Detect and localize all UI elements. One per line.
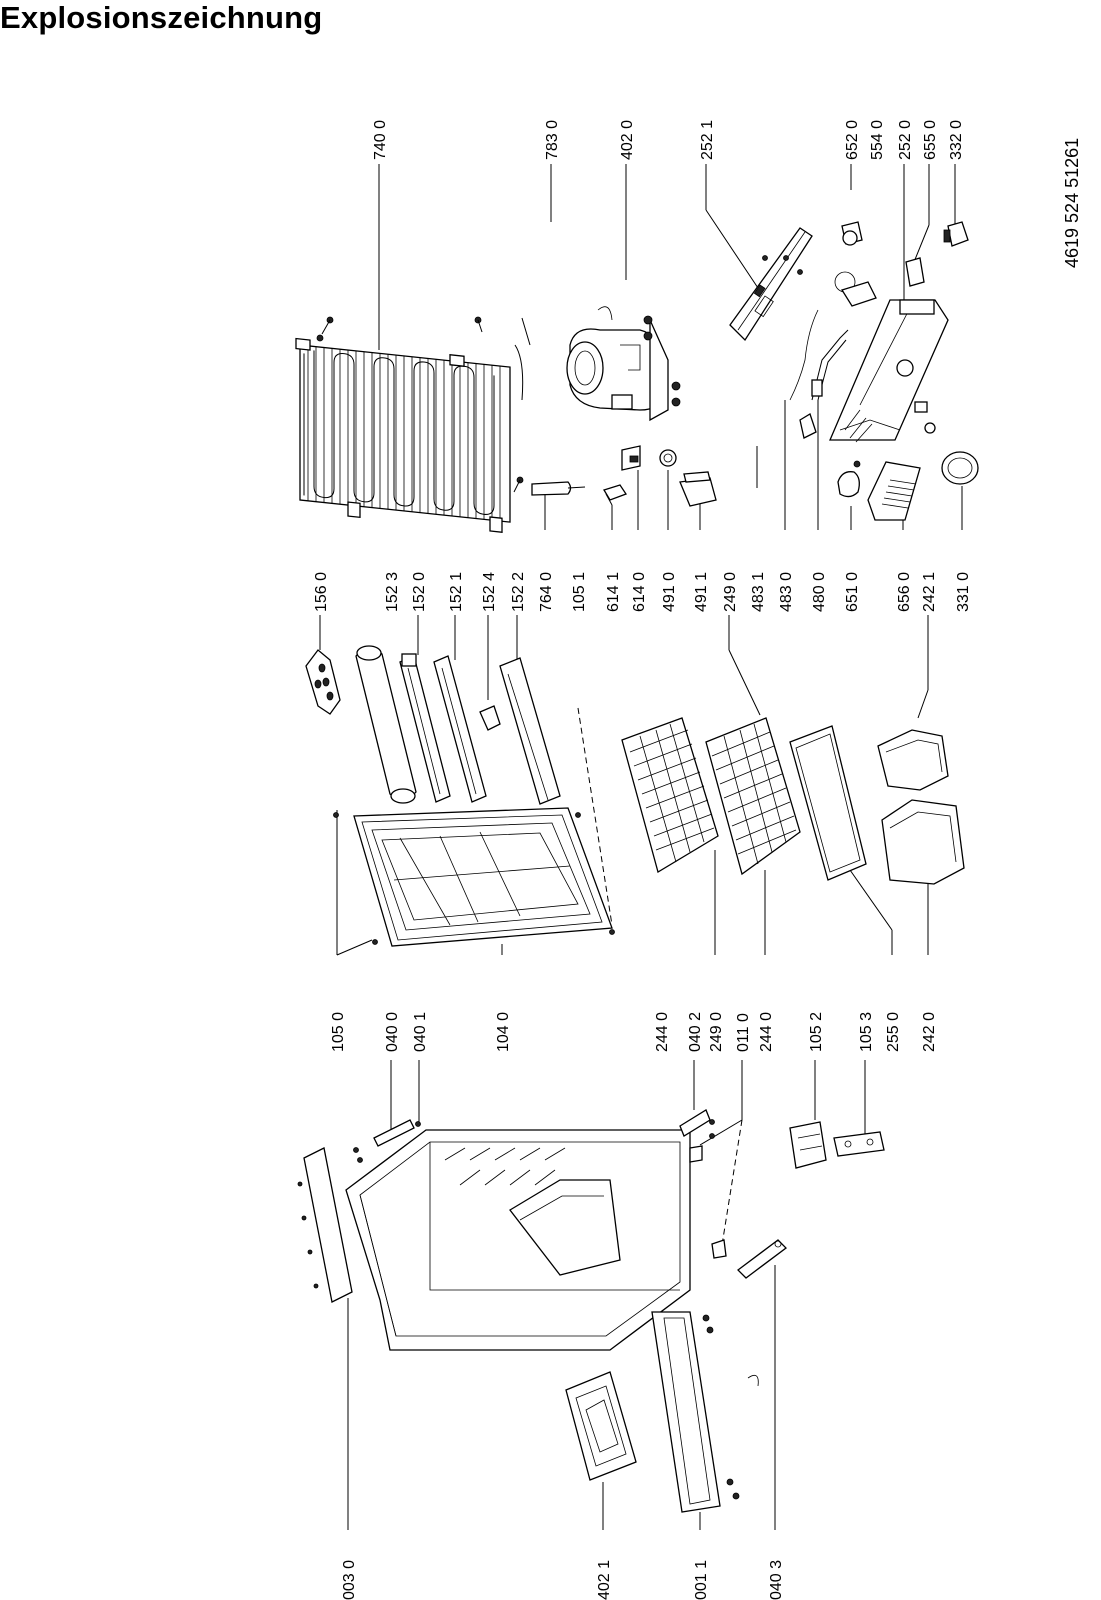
condenser xyxy=(295,316,531,533)
wire-shelf-lower xyxy=(705,717,801,876)
part-label: 040 3 xyxy=(768,1560,785,1600)
part-label: 402 0 xyxy=(619,120,636,160)
part-label: 242 0 xyxy=(921,1012,938,1052)
lamp-cover-parts xyxy=(837,451,979,521)
part-label: 491 0 xyxy=(661,572,678,612)
part-label: 152 4 xyxy=(481,572,498,612)
part-label: 105 2 xyxy=(808,1012,825,1052)
part-label: 480 0 xyxy=(811,572,828,612)
part-label: 249 0 xyxy=(708,1012,725,1052)
part-label: 483 1 xyxy=(750,572,767,612)
relay-parts xyxy=(603,445,717,507)
part-label: 656 0 xyxy=(896,572,913,612)
leader-lines xyxy=(319,164,963,1530)
control-bracket xyxy=(729,227,813,342)
wire-shelf-upper xyxy=(621,717,719,873)
part-label: 040 0 xyxy=(384,1012,401,1052)
hinge-hardware xyxy=(353,1109,885,1279)
part-label: 244 0 xyxy=(758,1012,775,1052)
thermostat-housing xyxy=(789,299,949,443)
part-label: 105 3 xyxy=(858,1012,875,1052)
part-label: 255 0 xyxy=(885,1012,902,1052)
part-label: 740 0 xyxy=(372,120,389,160)
compressor xyxy=(566,306,681,422)
part-label: 491 1 xyxy=(693,572,710,612)
part-label: 764 0 xyxy=(538,572,555,612)
part-label: 652 0 xyxy=(844,120,861,160)
part-label: 040 1 xyxy=(412,1012,429,1052)
part-label: 402 1 xyxy=(596,1560,613,1600)
part-label: 242 1 xyxy=(921,572,938,612)
lamp-components xyxy=(834,221,969,307)
part-label: 105 1 xyxy=(571,572,588,612)
part-labels: 740 0 783 0 402 0 252 1 652 0 554 0 252 0 655 0… xyxy=(313,120,972,1600)
document-number: 4619 524 51261 xyxy=(1062,138,1082,268)
part-label: 554 0 xyxy=(869,120,886,160)
crisper-drawer-small xyxy=(877,729,949,791)
part-label: 331 0 xyxy=(955,572,972,612)
part-label: 249 0 xyxy=(722,572,739,612)
part-label: 040 2 xyxy=(687,1012,704,1052)
part-label: 156 0 xyxy=(313,572,330,612)
egg-tray xyxy=(305,649,341,715)
part-label: 651 0 xyxy=(844,572,861,612)
part-label: 152 0 xyxy=(411,572,428,612)
base-frame xyxy=(651,1311,759,1513)
part-label: 104 0 xyxy=(495,1012,512,1052)
part-label: 252 0 xyxy=(897,120,914,160)
part-label: 332 0 xyxy=(948,120,965,160)
part-label: 614 1 xyxy=(605,572,622,612)
part-label: 244 0 xyxy=(654,1012,671,1052)
part-label: 152 1 xyxy=(448,572,465,612)
cabinet xyxy=(297,1129,691,1351)
part-label: 001 1 xyxy=(693,1560,710,1600)
part-label: 483 0 xyxy=(778,572,795,612)
part-label: 011 0 xyxy=(735,1013,752,1052)
door-shelves xyxy=(355,645,561,805)
part-label: 152 2 xyxy=(510,572,527,612)
glass-plate xyxy=(789,725,867,881)
page-title: Explosionszeichnung xyxy=(0,0,323,35)
part-label: 003 0 xyxy=(341,1560,358,1600)
part-label: 655 0 xyxy=(922,120,939,160)
part-label: 152 3 xyxy=(384,572,401,612)
crisper-drawer-large xyxy=(881,799,965,885)
compressor-tray xyxy=(565,1371,637,1481)
door xyxy=(333,807,615,947)
part-label: 783 0 xyxy=(544,120,561,160)
filter-drier xyxy=(531,481,586,496)
part-label: 252 1 xyxy=(699,120,716,160)
part-label: 105 0 xyxy=(330,1012,347,1052)
part-label: 614 0 xyxy=(631,572,648,612)
